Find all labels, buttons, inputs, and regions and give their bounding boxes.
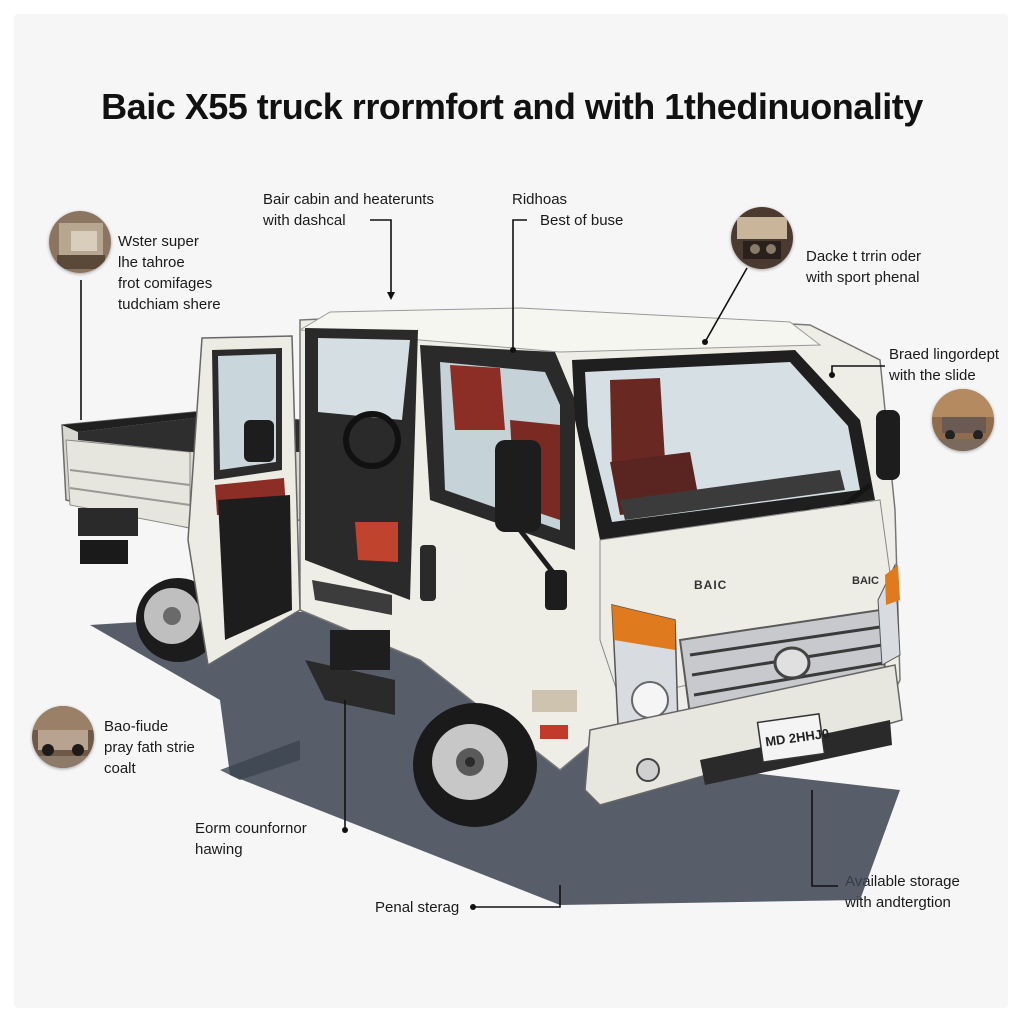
callout-penal: Penal sterag <box>375 897 459 918</box>
side-badge: BAIC <box>852 575 879 587</box>
cab-body <box>298 307 903 806</box>
grille-badge: BAIC <box>694 578 728 592</box>
callout-line: Bao-fiude <box>104 718 169 735</box>
callout-line: Dacke t trrin oder <box>806 248 922 265</box>
callout-line: with andtergtion <box>845 894 951 911</box>
callout-line: Penal sterag <box>375 899 460 916</box>
callout-available: Available storage with andtergtion <box>845 871 960 913</box>
callout-line: Ridhoas <box>512 191 568 208</box>
callout-line: with the slide <box>889 367 976 384</box>
cab-interior <box>305 328 418 615</box>
callout-line: Braed lingordept <box>889 346 1000 363</box>
callout-cabin-heater: Bair cabin and heaterunts with dashcal <box>263 189 434 231</box>
dashboard-thumbnail <box>731 207 793 269</box>
page-title: Baic X55 truck rrormfort and with 1thedi… <box>101 86 923 127</box>
callout-line: Wster super <box>118 233 199 250</box>
callout-line: hawing <box>195 841 243 858</box>
front-wheel <box>413 703 537 827</box>
callout-line: Bair cabin and heaterunts <box>263 191 434 208</box>
callout-line: Eorm counfornor <box>195 820 307 837</box>
callout-ridhoas: Ridhoas Best of buse <box>512 189 623 231</box>
callout-water-super: Wster super lhe tahroe frot comifages tu… <box>118 231 221 315</box>
callout-line: with dashcal <box>263 212 346 229</box>
callout-line: lhe tahroe <box>118 254 185 271</box>
callout-line: with sport phenal <box>806 269 920 286</box>
callout-line: coalt <box>104 760 136 777</box>
callout-eorm: Eorm counfornor hawing <box>195 818 307 860</box>
callout-bao-fiude: Bao-fiude pray fath strie coalt <box>104 716 195 779</box>
callout-dacket: Dacke t trrin oder with sport phenal <box>806 246 921 288</box>
callout-line: Best of buse <box>540 212 624 229</box>
callout-line: tudchiam shere <box>118 296 221 313</box>
callout-line: pray fath strie <box>104 739 195 756</box>
interior-thumbnail <box>49 211 111 273</box>
callout-braed: Braed lingordept with the slide <box>889 344 999 386</box>
open-door <box>187 335 301 667</box>
callout-line: frot comifages <box>118 275 213 292</box>
callout-line: Available storage <box>845 873 960 890</box>
